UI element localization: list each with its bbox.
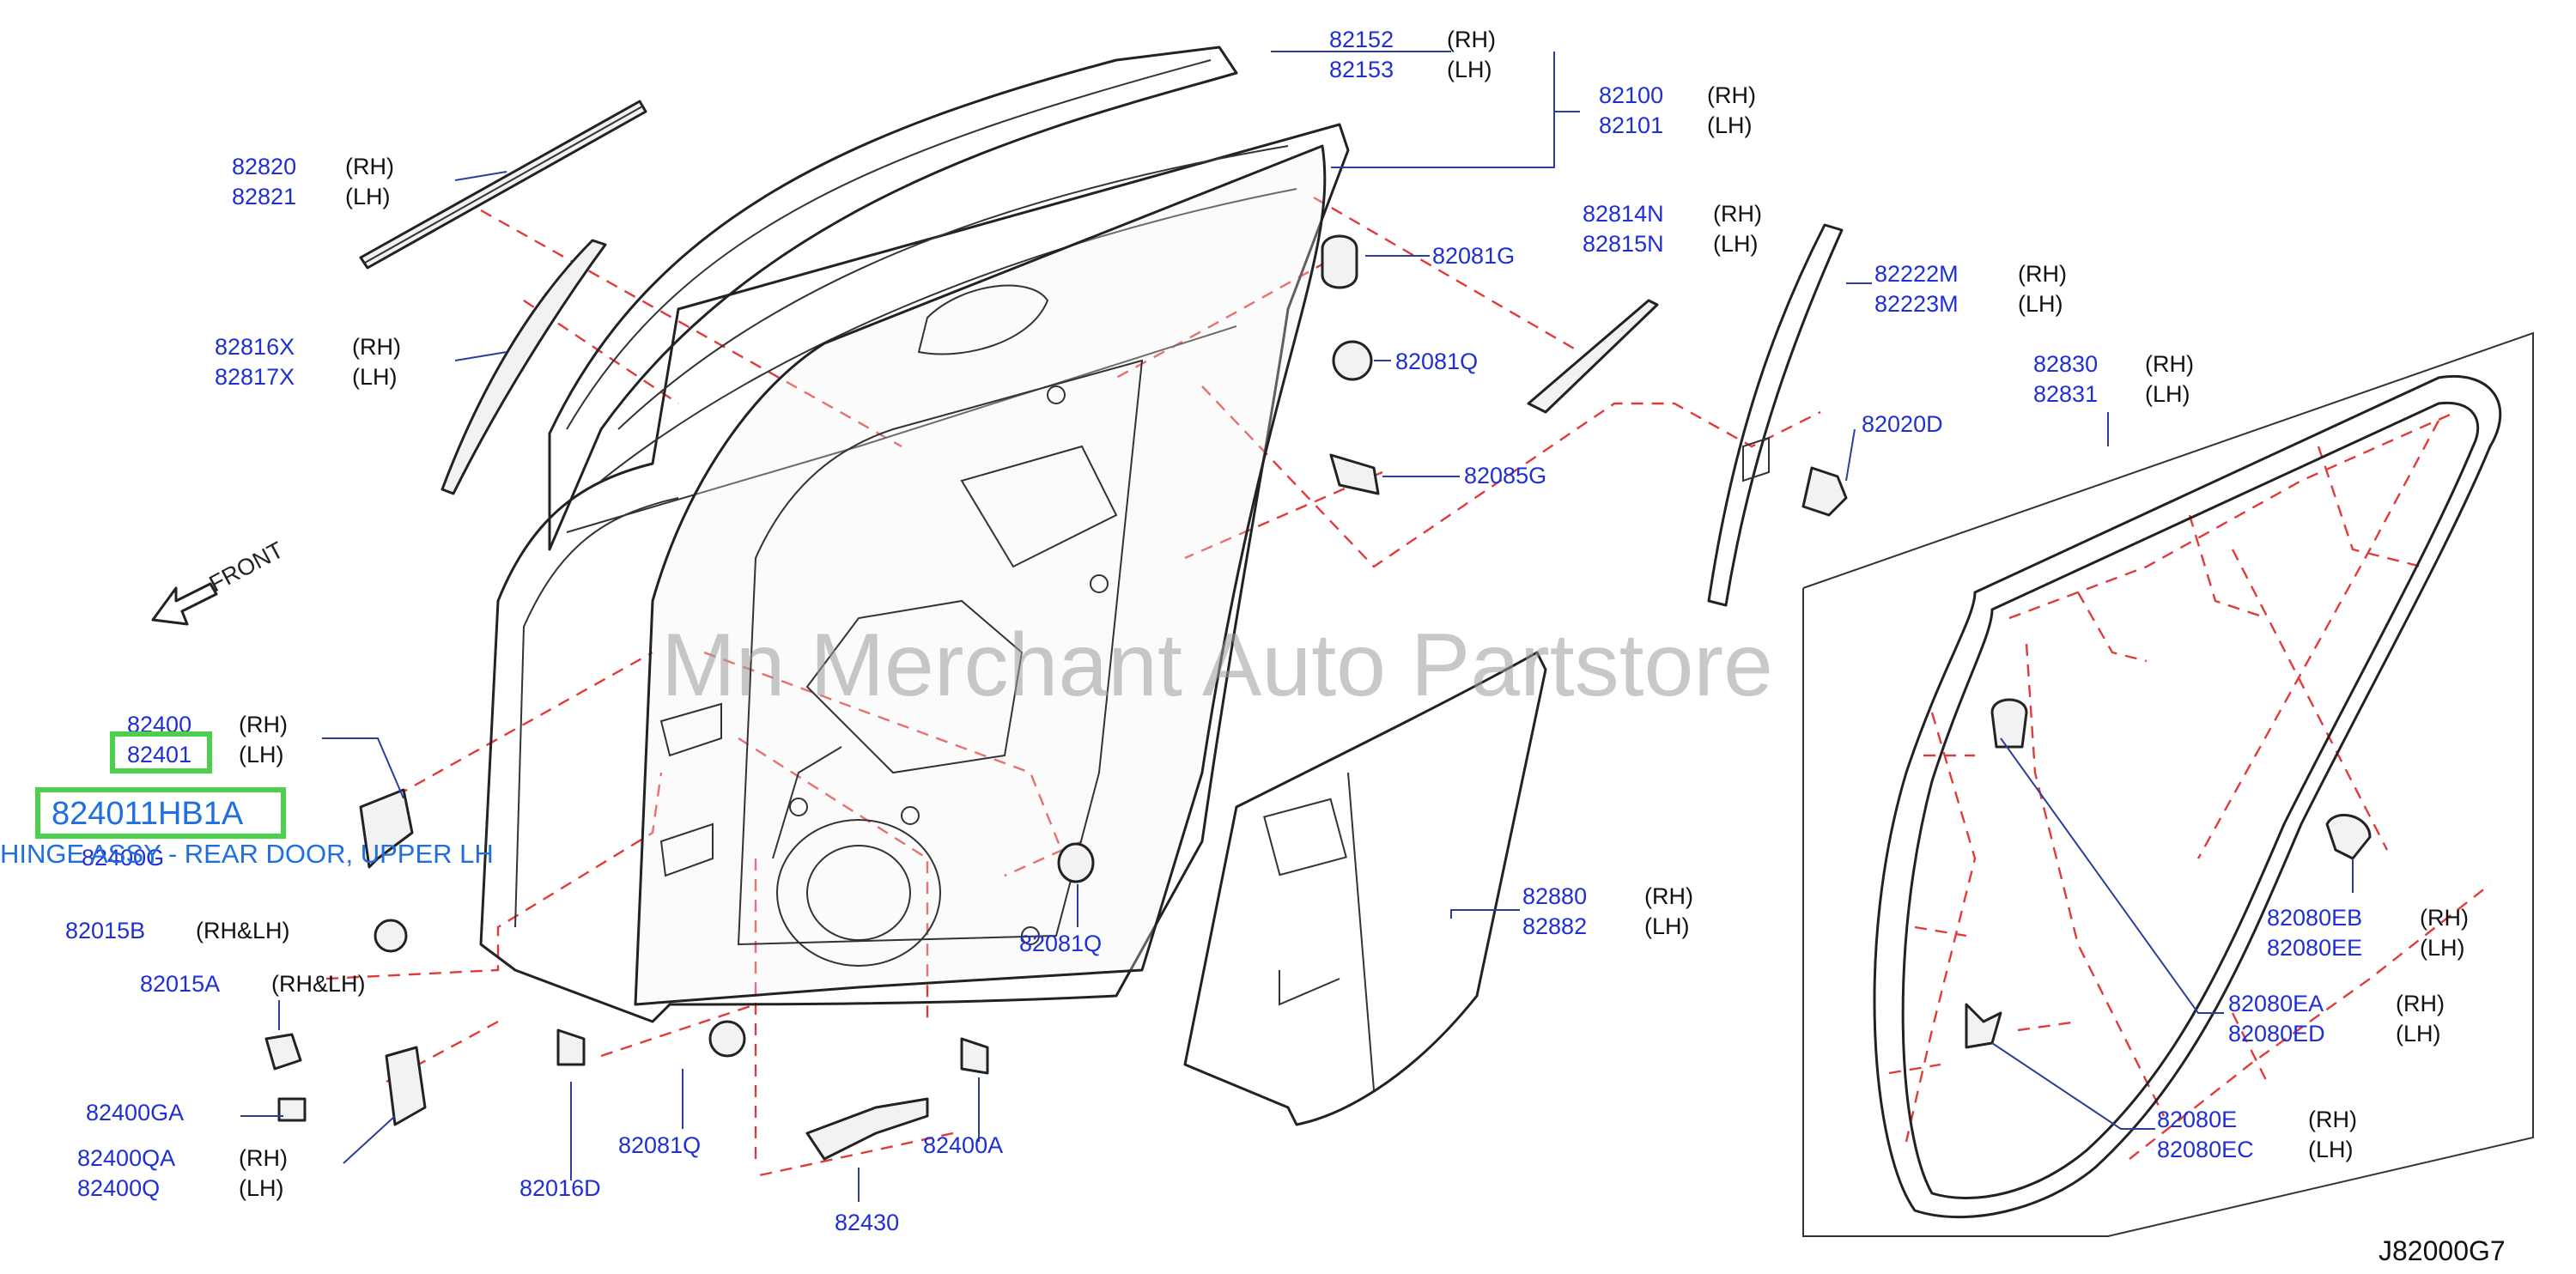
side-82400Q: (LH) xyxy=(239,1175,284,1201)
part-number-82100[interactable]: 82100 xyxy=(1599,82,1663,108)
door-outer-panel xyxy=(479,123,1350,1023)
side-82015B: (RH&LH) xyxy=(196,918,290,943)
part-number-82816X[interactable]: 82816X xyxy=(215,334,295,360)
part-number-82081Q-mid[interactable]: 82081Q xyxy=(1019,931,1102,956)
part-number-82015A[interactable]: 82015A xyxy=(140,971,220,997)
part-number-82815N[interactable]: 82815N xyxy=(1583,231,1664,257)
front-label: FRONT xyxy=(205,537,288,597)
part-number-82430[interactable]: 82430 xyxy=(835,1210,899,1235)
side-82080EB: (RH) xyxy=(2420,905,2469,931)
part-number-82821[interactable]: 82821 xyxy=(232,184,296,209)
part-number-82080EE[interactable]: 82080EE xyxy=(2267,935,2362,961)
part-number-82820[interactable]: 82820 xyxy=(232,154,296,179)
door-inner-panel xyxy=(634,144,1327,1006)
side-82152: (RH) xyxy=(1447,27,1496,52)
side-82814N: (RH) xyxy=(1713,201,1762,227)
highlighted-part-name: HINGE ASSY - REAR DOOR, UPPER LH xyxy=(0,839,494,869)
side-82080EA: (RH) xyxy=(2396,991,2445,1016)
leader-lines xyxy=(240,51,2354,1202)
part-number-82831[interactable]: 82831 xyxy=(2033,381,2098,407)
sash-garnish xyxy=(440,239,607,495)
side-82880: (RH) xyxy=(1644,883,1693,909)
side-82222M: (RH) xyxy=(2018,261,2067,287)
side-82080EE: (LH) xyxy=(2420,935,2465,961)
part-number-82830[interactable]: 82830 xyxy=(2033,351,2098,377)
alignment-lines xyxy=(325,196,2491,1178)
part-number-82080EC[interactable]: 82080EC xyxy=(2157,1137,2254,1162)
part-number-82814N[interactable]: 82814N xyxy=(1583,201,1664,227)
side-82015A: (RH&LH) xyxy=(271,971,366,997)
partition-seal xyxy=(1527,299,1659,414)
side-82400: (RH) xyxy=(239,712,288,737)
part-number-82152[interactable]: 82152 xyxy=(1329,27,1394,52)
part-number-82101[interactable]: 82101 xyxy=(1599,112,1663,138)
part-number-82080EB[interactable]: 82080EB xyxy=(2267,905,2362,931)
part-number-82015B[interactable]: 82015B xyxy=(65,918,145,943)
side-82080E: (RH) xyxy=(2308,1107,2357,1132)
rear-sash xyxy=(1707,223,1844,607)
side-82820: (RH) xyxy=(345,154,394,179)
side-82080ED: (LH) xyxy=(2396,1021,2441,1046)
fasteners xyxy=(264,234,2372,1161)
part-number-82400GA[interactable]: 82400GA xyxy=(86,1100,184,1125)
part-number-82401[interactable]: 82401 xyxy=(127,742,191,767)
part-number-82020D[interactable]: 82020D xyxy=(1862,411,1943,437)
side-82400QA: (RH) xyxy=(239,1145,288,1171)
front-direction-indicator: FRONT xyxy=(151,537,288,626)
side-82401: (LH) xyxy=(239,742,284,767)
part-number-82081G[interactable]: 82081G xyxy=(1432,243,1515,269)
highlight-box-82401 xyxy=(110,731,212,774)
diagram-code: J82000G7 xyxy=(2379,1235,2506,1266)
part-number-82081Q-bot[interactable]: 82081Q xyxy=(618,1132,701,1158)
door-weatherstrip xyxy=(1802,331,2534,1237)
belt-moulding xyxy=(359,100,647,270)
part-number-82085G[interactable]: 82085G xyxy=(1464,463,1546,488)
part-number-82223M[interactable]: 82223M xyxy=(1874,291,1959,317)
part-number-82880[interactable]: 82880 xyxy=(1522,883,1587,909)
side-82080EC: (LH) xyxy=(2308,1137,2354,1162)
side-82100: (RH) xyxy=(1707,82,1756,108)
part-number-82081Q-top[interactable]: 82081Q xyxy=(1395,349,1478,374)
part-number-82016D[interactable]: 82016D xyxy=(519,1175,601,1201)
side-82831: (LH) xyxy=(2145,381,2190,407)
side-82153: (LH) xyxy=(1447,57,1492,82)
highlighted-part-number[interactable]: 824011HB1A xyxy=(52,796,244,832)
door-sash-channel xyxy=(548,46,1238,551)
part-number-82080ED[interactable]: 82080ED xyxy=(2228,1021,2325,1046)
side-82817X: (LH) xyxy=(352,364,398,390)
watermark-text: Mn Merchant Auto Partstore xyxy=(661,616,1773,715)
side-82882: (LH) xyxy=(1644,913,1690,939)
part-number-82400QA[interactable]: 82400QA xyxy=(77,1145,175,1171)
part-labels: 82152 (RH) 82153 (LH) 82100 (RH) 82101 (… xyxy=(0,27,2469,1235)
door-trim-board xyxy=(1183,651,1547,1126)
part-number-82080E[interactable]: 82080E xyxy=(2157,1107,2237,1132)
side-82101: (LH) xyxy=(1707,112,1753,138)
part-number-82153[interactable]: 82153 xyxy=(1329,57,1394,82)
part-number-82817X[interactable]: 82817X xyxy=(215,364,295,390)
part-number-82400A[interactable]: 82400A xyxy=(923,1132,1003,1158)
side-82815N: (LH) xyxy=(1713,231,1759,257)
part-number-82080EA[interactable]: 82080EA xyxy=(2228,991,2324,1016)
part-number-82400G[interactable]: 82400G xyxy=(82,845,164,871)
part-number-82400Q[interactable]: 82400Q xyxy=(77,1175,160,1201)
side-82816X: (RH) xyxy=(352,334,401,360)
part-number-82882[interactable]: 82882 xyxy=(1522,913,1587,939)
side-82830: (RH) xyxy=(2145,351,2194,377)
part-number-82222M[interactable]: 82222M xyxy=(1874,261,1959,287)
highlight-box-part-number xyxy=(35,787,286,839)
side-82223M: (LH) xyxy=(2018,291,2063,317)
side-82821: (LH) xyxy=(345,184,391,209)
